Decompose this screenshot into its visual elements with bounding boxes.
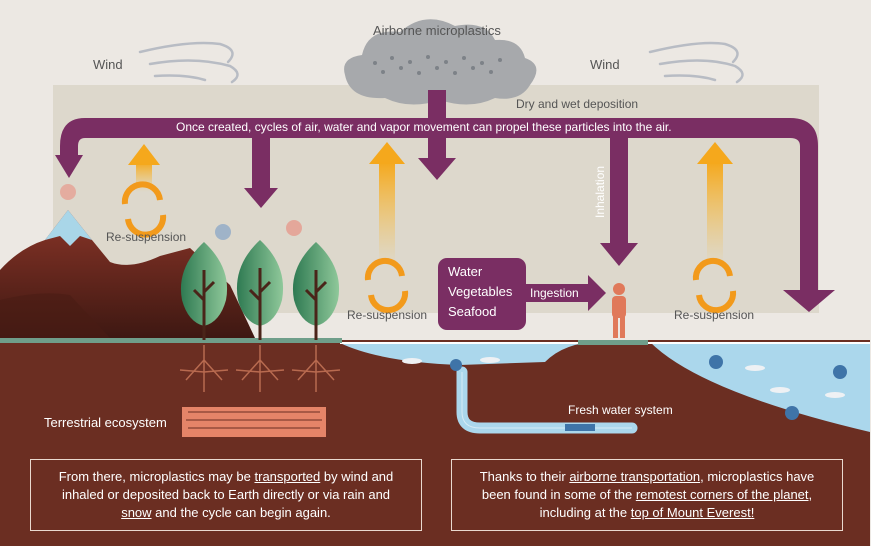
fish [402,357,845,398]
wind-swirl-left [138,41,239,84]
link-snow[interactable]: snow [121,505,152,520]
note-left-text-1: From there, microplastics may be [58,469,255,484]
air-cycle-arrow [55,90,835,312]
resuspension-label-2: Re-suspension [347,308,428,322]
water-body [340,342,870,432]
wind-label-left: Wind [93,57,123,72]
note-right-text-3: , including at the [539,487,813,520]
note-left-text-3: and the cycle can begin again. [151,505,331,520]
terrestrial-label: Terrestrial ecosystem [44,415,167,430]
deposition-label: Dry and wet deposition [516,97,639,111]
note-right-text-1: Thanks to their [479,469,570,484]
food-sources-box [438,258,526,330]
resuspension-loops [121,181,737,314]
mountain-snowcap [45,210,92,246]
note-box-left: From there, microplastics may be transpo… [30,459,422,531]
wind-swirl-right [648,41,744,84]
note-box-right: Thanks to their airborne transportation,… [451,459,843,531]
cycle-text: Once created, cycles of air, water and v… [176,120,672,134]
ingestion-label: Ingestion [530,286,579,300]
link-transported[interactable]: transported [254,469,321,484]
cloud-label: Airborne microplastics [373,23,501,38]
ingestion-arrow [526,275,606,311]
food-item-seafood: Seafood [448,304,497,319]
updraft-arrows [128,142,733,266]
resuspension-label-3: Re-suspension [674,308,755,322]
island-grass [578,340,648,345]
food-sources-list: Water Vegetables Seafood [448,262,512,322]
wind-label-right: Wind [590,57,620,72]
particle-clusters [60,55,847,431]
link-remotest-corners[interactable]: remotest corners of the planet [635,487,809,502]
resuspension-label-1: Re-suspension [106,230,187,244]
grass-strip [0,338,342,343]
food-item-vegetables: Vegetables [448,284,513,299]
note-right-text-2: , microplastics have been found in some … [481,469,815,502]
food-item-water: Water [448,264,483,279]
soil [0,340,870,546]
channel-edge [461,372,632,429]
link-airborne-transportation[interactable]: airborne transportation [569,469,701,484]
inhalation-label: Inhalation [593,165,607,218]
fresh-water-label: Fresh water system [568,403,673,417]
human-figure [612,283,626,338]
link-mount-everest[interactable]: top of Mount Everest! [630,505,755,520]
mountain-shadow [0,293,110,338]
trees [179,240,341,392]
soil-microplastics-texture [186,411,322,429]
note-left-text-2: by wind and inhaled or deposited back to… [61,469,394,502]
microplastic-cloud [344,19,537,105]
